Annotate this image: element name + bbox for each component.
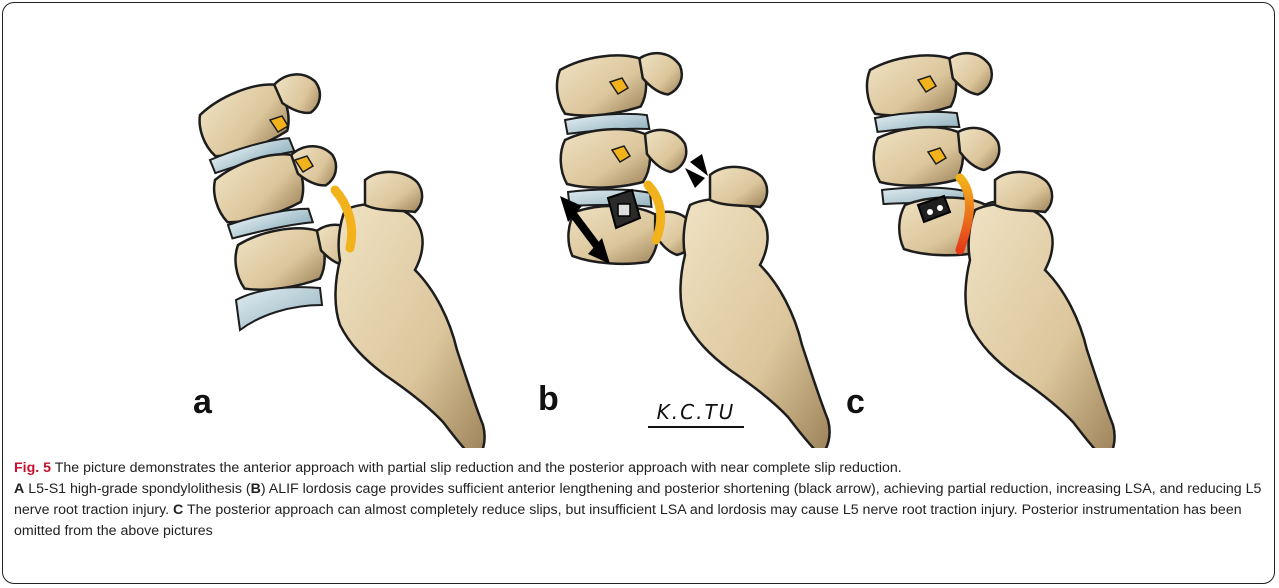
figure-illustration: [0, 0, 1279, 448]
caption-intro: The picture demonstrates the anterior ap…: [51, 460, 902, 476]
panel-b-illustration: [555, 51, 830, 448]
caption-text-a: L5-S1 high-grade spondylolithesis (: [24, 481, 250, 497]
panel-label-c: c: [846, 385, 865, 419]
panel-a-illustration: [193, 67, 485, 448]
panel-label-a: a: [193, 385, 212, 419]
figure-caption: Fig. 5 The picture demonstrates the ante…: [14, 458, 1264, 542]
figure-number: Fig. 5: [14, 460, 51, 476]
artist-signature: K.C.TU: [648, 400, 744, 428]
caption-label-c: C: [173, 502, 183, 518]
caption-label-a: A: [14, 481, 24, 497]
caption-text-c: The posterior approach can almost comple…: [14, 502, 1242, 539]
panel-label-b: b: [538, 382, 559, 416]
panel-c-illustration: [865, 51, 1115, 448]
caption-label-b: B: [251, 481, 261, 497]
